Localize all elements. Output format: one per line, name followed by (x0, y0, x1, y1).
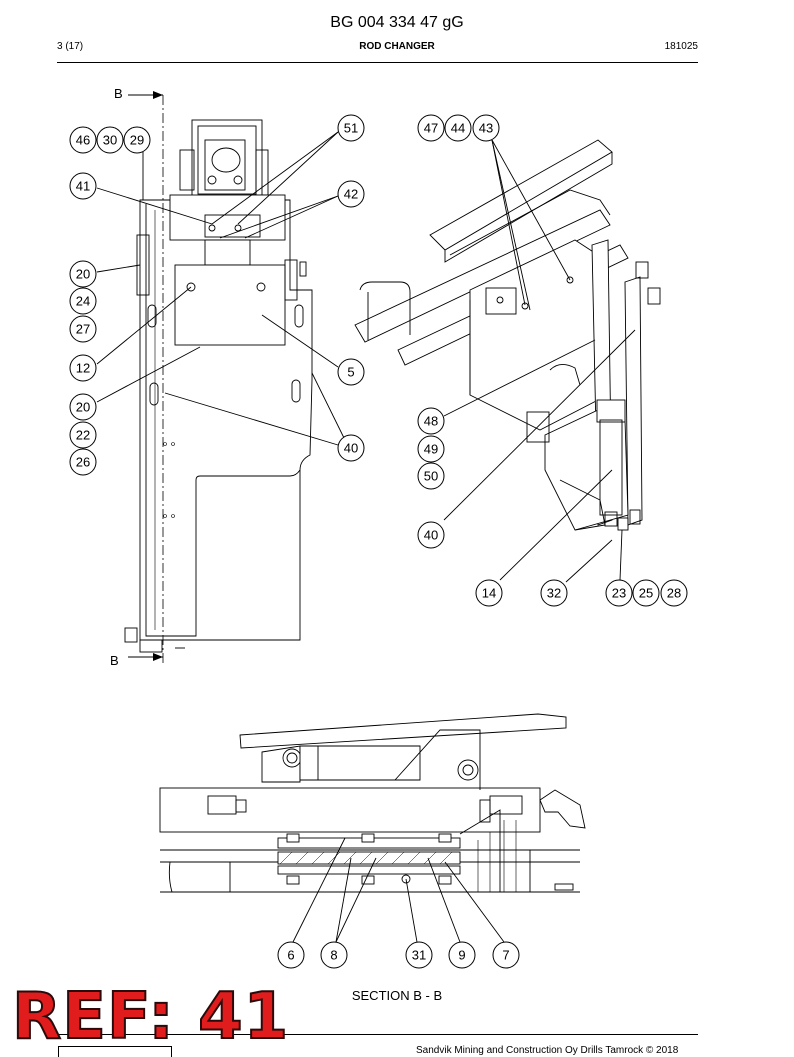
document-title: ROD CHANGER (359, 41, 435, 52)
svg-text:41: 41 (76, 179, 90, 194)
section-b-b-view (159, 713, 586, 893)
callout-14: 14 (475, 579, 503, 607)
svg-text:46: 46 (76, 133, 90, 148)
callout-20-lower: 20 (69, 393, 97, 421)
footer-logo (58, 1046, 172, 1057)
callout-44: 44 (444, 114, 472, 142)
callout-28: 28 (660, 579, 688, 607)
svg-text:31: 31 (412, 948, 426, 963)
callout-46: 46 (69, 126, 97, 154)
svg-text:22: 22 (76, 428, 90, 443)
isometric-view (354, 139, 661, 531)
section-caption: SECTION B - B (351, 988, 443, 1003)
callout-29: 29 (123, 126, 151, 154)
callout-40: 40 (337, 434, 365, 462)
section-hatching (279, 851, 453, 865)
section-marker-bottom: B (110, 653, 119, 668)
svg-text:25: 25 (639, 586, 653, 601)
svg-text:50: 50 (424, 469, 438, 484)
svg-text:49: 49 (424, 442, 438, 457)
svg-text:30: 30 (103, 133, 117, 148)
callout-8: 8 (320, 941, 348, 969)
callout-23: 23 (605, 579, 633, 607)
callout-43: 43 (472, 114, 500, 142)
svg-text:40: 40 (344, 441, 358, 456)
callout-47: 47 (417, 114, 445, 142)
footer-rule (57, 1034, 698, 1035)
svg-text:6: 6 (287, 948, 294, 963)
callout-50: 50 (417, 462, 445, 490)
front-view: B B (110, 86, 313, 668)
callout-6: 6 (277, 941, 305, 969)
svg-text:14: 14 (482, 586, 496, 601)
svg-text:24: 24 (76, 294, 90, 309)
svg-text:12: 12 (76, 361, 90, 376)
callout-32: 32 (540, 579, 568, 607)
svg-text:29: 29 (130, 133, 144, 148)
callout-26: 26 (69, 448, 97, 476)
callout-22: 22 (69, 421, 97, 449)
svg-text:20: 20 (76, 267, 90, 282)
callout-31: 31 (405, 941, 433, 969)
svg-text:40: 40 (424, 528, 438, 543)
footer-copyright: Sandvik Mining and Construction Oy Drill… (416, 1045, 679, 1056)
callout-25: 25 (632, 579, 660, 607)
svg-text:51: 51 (344, 121, 358, 136)
isometric-leaders (443, 139, 636, 583)
svg-text:9: 9 (458, 948, 465, 963)
callout-24: 24 (69, 287, 97, 315)
section-marker-top: B (114, 86, 123, 101)
svg-text:26: 26 (76, 455, 90, 470)
document-number: BG 004 334 47 gG (330, 14, 464, 31)
svg-text:7: 7 (502, 948, 509, 963)
svg-text:48: 48 (424, 414, 438, 429)
page-number: 3 (17) (57, 41, 84, 52)
header-rule (57, 62, 698, 63)
callout-27: 27 (69, 315, 97, 343)
date-code: 181025 (664, 41, 698, 52)
svg-text:47: 47 (424, 121, 438, 136)
callout-40-iso: 40 (417, 521, 445, 549)
callout-9: 9 (448, 941, 476, 969)
svg-text:32: 32 (547, 586, 561, 601)
callout-48: 48 (417, 407, 445, 435)
svg-text:44: 44 (451, 121, 465, 136)
svg-text:43: 43 (479, 121, 493, 136)
svg-text:20: 20 (76, 400, 90, 415)
svg-text:42: 42 (344, 187, 358, 202)
callout-12: 12 (69, 354, 97, 382)
callout-5: 5 (337, 358, 365, 386)
callout-49: 49 (417, 435, 445, 463)
svg-text:28: 28 (667, 586, 681, 601)
reference-stamp: REF: 41 (11, 980, 290, 1054)
callout-51: 51 (337, 114, 365, 142)
callout-20: 20 (69, 260, 97, 288)
svg-text:23: 23 (612, 586, 626, 601)
section-leaders (292, 837, 505, 943)
svg-text:27: 27 (76, 322, 90, 337)
callout-7: 7 (492, 941, 520, 969)
svg-text:5: 5 (347, 365, 354, 380)
callout-30: 30 (96, 126, 124, 154)
callout-42: 42 (337, 180, 365, 208)
callout-41: 41 (69, 172, 97, 200)
svg-text:8: 8 (330, 948, 337, 963)
